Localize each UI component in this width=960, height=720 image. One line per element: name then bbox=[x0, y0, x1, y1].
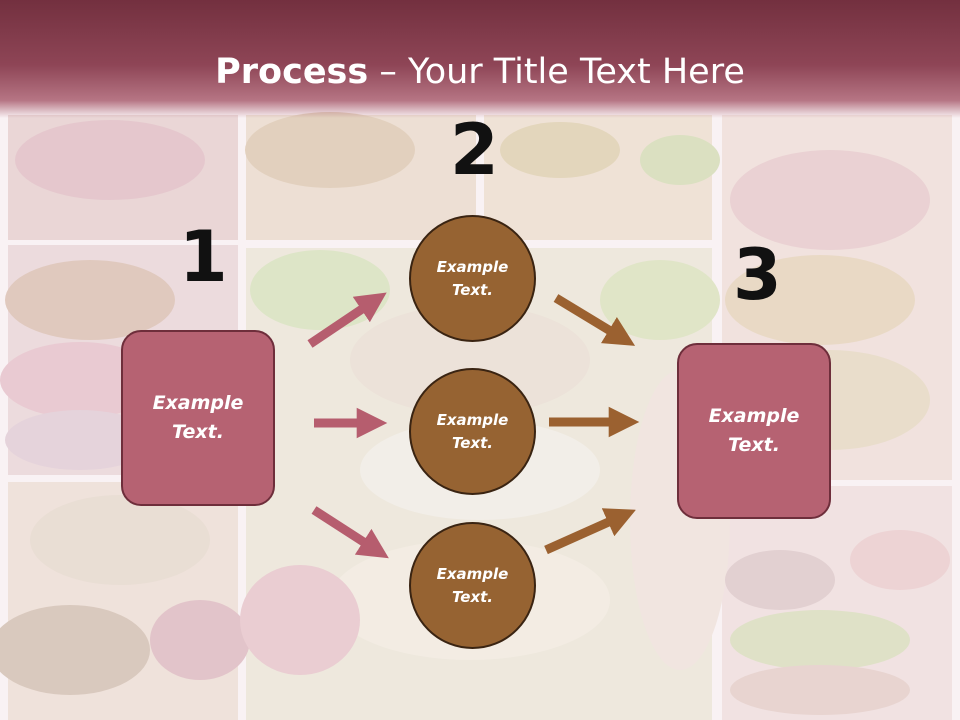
middle-bottom-circle[interactable]: Example Text. bbox=[409, 522, 536, 649]
step-number-2: 2 bbox=[450, 109, 499, 191]
middle-top-text: Example Text. bbox=[436, 257, 509, 299]
arrow-top-to-output bbox=[553, 294, 636, 346]
title-bar bbox=[0, 0, 960, 118]
middle-center-text: Example Text. bbox=[436, 410, 509, 452]
arrow-input-to-bottom bbox=[311, 506, 389, 559]
arrow-input-to-top bbox=[307, 292, 387, 348]
title-rest: – Your Title Text Here bbox=[368, 52, 745, 92]
input-box-text: Example Text. bbox=[152, 392, 244, 443]
title-bold: Process bbox=[215, 52, 369, 92]
middle-center-circle[interactable]: Example Text. bbox=[409, 368, 536, 495]
output-box[interactable]: Example Text. bbox=[677, 343, 831, 519]
step-number-1: 1 bbox=[179, 216, 228, 298]
middle-bottom-text: Example Text. bbox=[436, 564, 509, 606]
input-box[interactable]: Example Text. bbox=[121, 330, 275, 506]
output-box-text: Example Text. bbox=[708, 405, 800, 456]
slide-title[interactable]: Process – Your Title Text Here bbox=[0, 52, 960, 92]
middle-top-circle[interactable]: Example Text. bbox=[409, 215, 536, 342]
step-number-3: 3 bbox=[733, 234, 782, 316]
arrow-bottom-to-output bbox=[544, 508, 636, 555]
